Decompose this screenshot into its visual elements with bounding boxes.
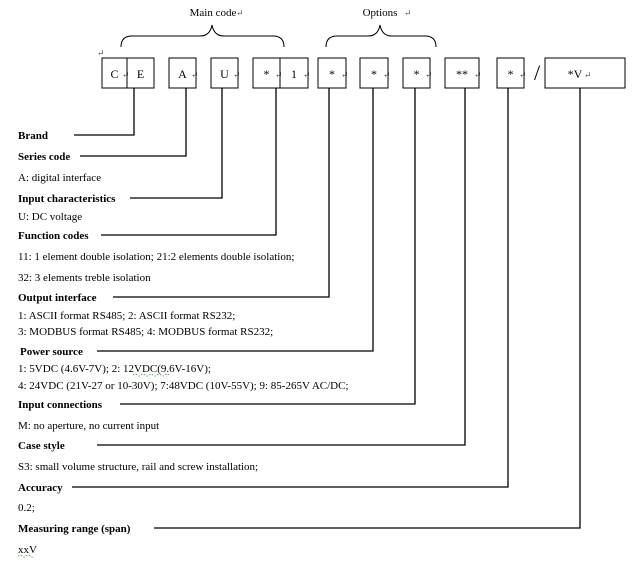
code-box-function-one: 1 [279,57,309,89]
connector-accuracy [72,88,509,488]
brand-heading: Brand [18,130,48,142]
output-interface-desc-2: 3: MODBUS format RS485; 4: MODBUS format… [18,326,273,338]
code-box-input-connections: * [402,57,431,89]
svg-text:↵: ↵ [275,70,283,80]
code-box-e: E [126,57,155,89]
series-code-heading: Series code [18,151,70,163]
connector-case-style [97,88,466,446]
code-box-case: ** [444,57,480,89]
connector-input-characteristics [130,88,223,199]
svg-text:↵: ↵ [191,70,199,80]
connector-input-connections [120,88,416,405]
connector-series-code [80,88,187,157]
series-code-desc: A: digital interface [18,172,101,184]
svg-text:*V: *V [568,67,583,81]
svg-text:*: * [508,67,514,81]
code-box-accuracy: * [496,57,525,89]
connector-function-codes [101,88,277,236]
code-box-power: * [359,57,389,89]
separator-slash: / [534,60,541,85]
svg-text:1: 1 [291,67,297,81]
svg-text:*: * [414,67,420,81]
options-brace [325,24,437,48]
svg-text:↵: ↵ [341,70,349,80]
code-box-c: C [101,57,128,89]
svg-text:**: ** [456,67,468,81]
svg-text:↵: ↵ [519,70,527,80]
input-connections-heading: Input connections [18,399,103,411]
svg-text:*: * [264,67,270,81]
connector-brand [74,88,135,136]
code-box-output: * [317,57,347,89]
connector-power-source [97,88,374,352]
input-characteristics-heading: Input characteristics [18,193,116,205]
svg-text:↵: ↵ [404,8,412,18]
measuring-range-desc: xxV [18,544,37,556]
connector-output-interface [113,88,330,298]
svg-text:U: U [220,67,229,81]
options-label: Options [363,7,398,19]
input-connections-desc: M: no aperture, no current input [18,420,159,432]
svg-text:↵: ↵ [233,70,241,80]
power-source-heading: Power source [20,346,83,358]
connector-measuring-range [154,88,581,529]
svg-text:↵: ↵ [425,70,433,80]
svg-text:↵: ↵ [122,70,130,80]
code-box-range: *V [544,57,626,89]
main-code-brace [120,24,285,48]
accuracy-heading: Accuracy [18,482,63,494]
power-source-desc-2: 4: 24VDC (21V-27 or 10-30V); 7:48VDC (10… [18,380,349,392]
svg-text:*: * [329,67,335,81]
svg-text:↵: ↵ [383,70,391,80]
code-box-u: U [210,57,239,89]
svg-text:*: * [371,67,377,81]
svg-text:↵: ↵ [303,70,311,80]
function-codes-desc-1: 11: 1 element double isolation; 21:2 ele… [18,251,294,263]
main-code-label: Main code [190,7,237,19]
case-style-desc: S3: small volume structure, rail and scr… [18,461,258,473]
svg-text:E: E [137,67,144,81]
function-codes-heading: Function codes [18,230,89,242]
input-characteristics-desc: U: DC voltage [18,211,82,223]
svg-text:↵: ↵ [584,70,592,80]
power-source-desc-1: 1: 5VDC (4.6V-7V); 2: 12VDC(9.6V-16V); [18,363,211,375]
svg-text:C: C [110,67,118,81]
case-style-heading: Case style [18,440,65,452]
function-codes-desc-2: 32: 3 elements treble isolation [18,272,151,284]
measuring-range-heading: Measuring range (span) [18,523,131,535]
svg-text:↵: ↵ [236,8,244,18]
code-box-a: A [168,57,197,89]
output-interface-desc-1: 1: ASCII format RS485; 2: ASCII format R… [18,310,235,322]
svg-text:↵: ↵ [474,70,482,80]
svg-text:A: A [178,67,187,81]
output-interface-heading: Output interface [18,292,97,304]
accuracy-desc: 0.2; [18,502,35,514]
svg-text:↵: ↵ [97,48,105,58]
